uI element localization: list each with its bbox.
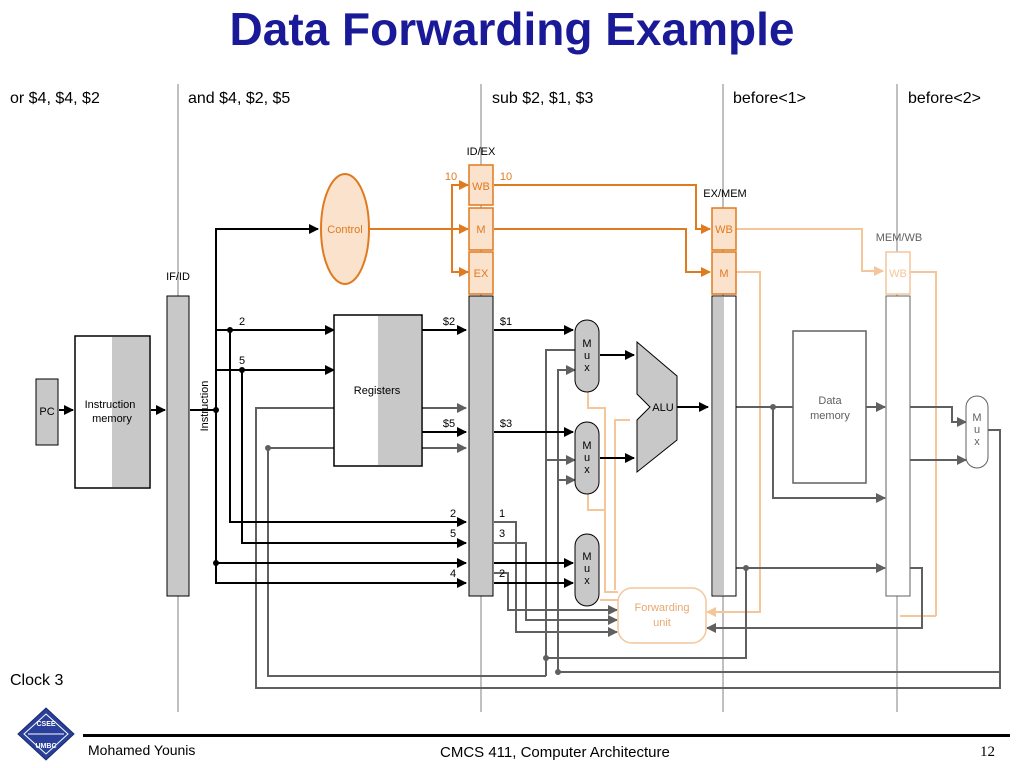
mux-c-char-u: u [584, 563, 590, 575]
footer-author: Mohamed Younis [88, 742, 196, 758]
data-memory-label-1: Data [818, 395, 842, 407]
id-ex-label: ID/EX [467, 146, 496, 158]
wb-stage-instruction: before<2> [908, 90, 981, 107]
idex-rt-in-value: 5 [450, 528, 456, 540]
black-wires [59, 224, 709, 588]
page-number: 12 [980, 744, 995, 760]
ex-mem-label: EX/MEM [703, 188, 746, 200]
id-stage-instruction: and $4, $2, $5 [188, 90, 291, 107]
mux-regdst: M u x [574, 533, 600, 607]
mux-alu-a: M u x [574, 319, 600, 393]
register-file: Registers [333, 314, 423, 467]
mux-c-char-x: x [584, 575, 590, 587]
mux-b-char-u: u [584, 452, 590, 464]
diagram-label: CSEE [36, 721, 55, 728]
csee-umbc-logo: CSEE UMBC [17, 707, 75, 761]
instruction-memory: Instruction memory [74, 335, 151, 489]
instruction-memory-label-2: memory [92, 413, 132, 425]
ex-mem-wb-label: WB [715, 224, 733, 236]
mux-alu-b: M u x [574, 421, 600, 495]
alu-label: ALU [652, 402, 673, 414]
mux-a-char-u: u [584, 350, 590, 362]
id-ex-m-field [468, 207, 494, 251]
idex-rs-in-value: 2 [450, 508, 456, 520]
mux-a-char-m: M [582, 338, 591, 350]
ex-mem-wb-field [711, 207, 737, 251]
pc-register [35, 378, 59, 446]
mem-wb-wb-label: WB [889, 268, 907, 280]
id-ex-wb-label: WB [472, 181, 490, 193]
mux-b-char-m: M [582, 440, 591, 452]
mux-d-char-m: M [972, 412, 981, 424]
data-memory-label-2: memory [810, 410, 850, 422]
ex-op2-value: $3 [500, 418, 512, 430]
diagram-label: UMBC [36, 743, 57, 750]
mux-d-char-x: x [974, 436, 980, 448]
mux-a-char-x: x [584, 362, 590, 374]
ctrl-in-value: 10 [445, 171, 457, 183]
mux-writeback: M u x [965, 395, 989, 469]
forwarding-unit [617, 587, 707, 644]
id-ex-ex-label: EX [474, 268, 489, 280]
footer-divider [83, 734, 1010, 737]
faded-control-wires [587, 228, 937, 617]
stage-dividers [177, 84, 898, 712]
junction-dots [213, 327, 245, 566]
mem-wb-register [885, 295, 911, 597]
if-id-label: IF/ID [166, 271, 190, 283]
reg-out1-value: $2 [443, 316, 455, 328]
slide-title: Data Forwarding Example [229, 3, 795, 55]
mux-c-char-m: M [582, 551, 591, 563]
id-ex-register [468, 295, 494, 597]
ex-mem-m-field [711, 251, 737, 295]
forwarding-label-2: unit [653, 617, 671, 629]
mux-d-char-u: u [974, 424, 980, 436]
gray-junction-dots [265, 404, 776, 675]
instruction-memory-label-1: Instruction [85, 399, 136, 411]
forwarding-label-1: Forwarding [634, 602, 689, 614]
ex-mem-m-label: M [719, 268, 728, 280]
if-id-register [166, 295, 190, 597]
idex-rt-out-value: 3 [499, 528, 505, 540]
id-ex-m-label: M [476, 224, 485, 236]
control-label: Control [327, 224, 362, 236]
if-rt-value: 5 [239, 355, 245, 367]
mem-wb-wb-field [885, 251, 911, 295]
pc-label: PC [39, 406, 54, 418]
idex-rd-out-value: 2 [499, 568, 505, 580]
reg-out2-value: $5 [443, 418, 455, 430]
ex-stage-instruction: sub $2, $1, $3 [492, 90, 594, 107]
active-control-wires [370, 180, 711, 277]
mux-b-char-x: x [584, 464, 590, 476]
alu [636, 340, 678, 474]
control-unit [320, 173, 370, 285]
data-memory: Data memory [792, 330, 867, 484]
mem-stage-instruction: before<1> [733, 90, 806, 107]
ctrl-out-value: 10 [500, 171, 512, 183]
registers-label: Registers [354, 385, 401, 397]
ex-op1-value: $1 [500, 316, 512, 328]
if-stage-instruction: or $4, $4, $2 [10, 90, 100, 107]
footer-course: CMCS 411, Computer Architecture [440, 744, 670, 761]
instruction-label: Instruction [199, 381, 211, 432]
mem-wb-label: MEM/WB [876, 232, 922, 244]
if-rs-value: 2 [239, 316, 245, 328]
id-ex-ex-field [468, 251, 494, 295]
signal-labels: 10 10 2 5 $2 $5 $1 $3 2 5 4 1 3 2 [239, 171, 512, 580]
idex-rd-in-value: 4 [450, 568, 456, 580]
id-ex-wb-field [468, 164, 494, 206]
idex-rs-out-value: 1 [499, 508, 505, 520]
clock-label: Clock 3 [10, 672, 64, 689]
